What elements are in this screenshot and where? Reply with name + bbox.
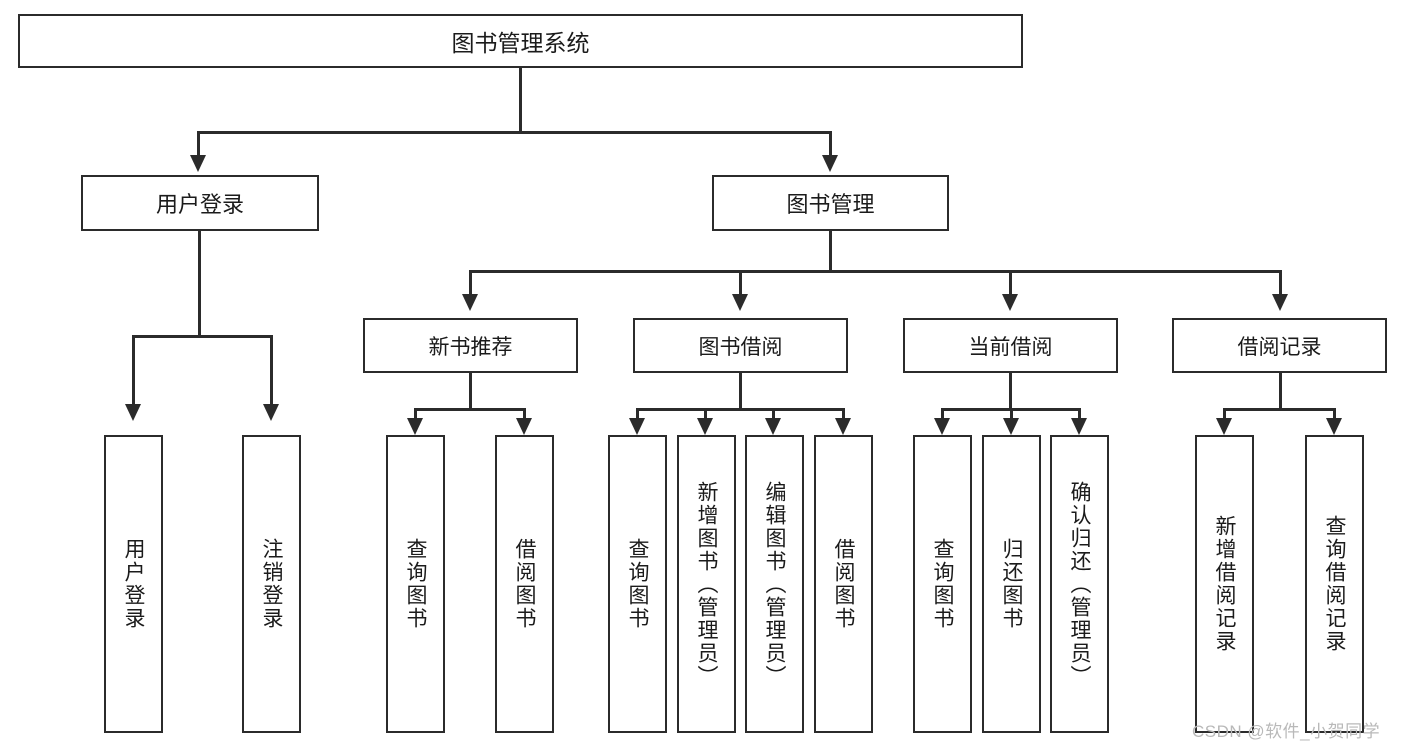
connector-current-child-2 <box>1010 408 1013 422</box>
connector-book-mgmt-child-2 <box>739 270 742 296</box>
node-borrow-record[interactable]: 借阅记录 <box>1172 318 1387 373</box>
leaf-borrow-borrow-book[interactable]: 借阅图书 <box>814 435 873 733</box>
leaf-borrow-add-book[interactable]: 新增图书（管理员） <box>677 435 736 733</box>
connector-borrow-child-2 <box>704 408 707 422</box>
arrowhead-recommend-query-book <box>407 418 423 435</box>
node-label: 查询图书 <box>931 538 954 630</box>
connector-record-stem <box>1279 373 1282 410</box>
node-label: 图书借阅 <box>698 335 783 359</box>
node-label: 用户登录 <box>155 192 244 217</box>
connector-borrow-child-1 <box>636 408 639 422</box>
leaf-recommend-borrow-book[interactable]: 借阅图书 <box>495 435 554 733</box>
node-label: 借阅图书 <box>513 538 536 630</box>
node-label: 新书推荐 <box>428 335 513 359</box>
node-label: 编辑图书（管理员） <box>763 480 786 688</box>
connector-borrow-child-3 <box>772 408 775 422</box>
connector-record-child-2 <box>1333 408 1336 422</box>
node-label: 新增图书（管理员） <box>695 480 718 688</box>
leaf-current-return-book[interactable]: 归还图书 <box>982 435 1041 733</box>
connector-recommend-stem <box>469 373 472 410</box>
connector-current-child-3 <box>1078 408 1081 422</box>
arrowhead-borrow-query-book <box>629 418 645 435</box>
connector-to-user-login <box>197 131 200 158</box>
leaf-recommend-query-book[interactable]: 查询图书 <box>386 435 445 733</box>
node-new-book-recommend[interactable]: 新书推荐 <box>363 318 578 373</box>
watermark-credit: CSDN @软件_小贺同学 <box>1192 722 1381 741</box>
connector-borrow-child-4 <box>842 408 845 422</box>
node-label: 确认归还（管理员） <box>1068 480 1091 688</box>
connector-current-child-1 <box>941 408 944 422</box>
leaf-current-confirm-return[interactable]: 确认归还（管理员） <box>1050 435 1109 733</box>
connector-to-book-mgmt <box>829 131 832 158</box>
connector-book-mgmt-bus <box>470 270 1281 273</box>
leaf-logout[interactable]: 注销登录 <box>242 435 301 733</box>
connector-user-login-stem <box>198 231 201 337</box>
node-label: 查询借阅记录 <box>1323 515 1346 653</box>
leaf-current-query-book[interactable]: 查询图书 <box>913 435 972 733</box>
arrowhead-new-book-recommend <box>462 294 478 311</box>
arrowhead-current-query-book <box>934 418 950 435</box>
connector-book-mgmt-stem <box>829 231 832 272</box>
leaf-borrow-edit-book[interactable]: 编辑图书（管理员） <box>745 435 804 733</box>
node-label: 注销登录 <box>260 538 283 630</box>
arrowhead-record-add <box>1216 418 1232 435</box>
node-label: 当前借阅 <box>968 335 1053 359</box>
connector-user-login-child-1 <box>132 335 135 407</box>
node-book-borrow[interactable]: 图书借阅 <box>633 318 848 373</box>
node-label: 借阅记录 <box>1237 335 1322 359</box>
node-label: 归还图书 <box>1000 538 1023 630</box>
arrowhead-current-confirm-return <box>1071 418 1087 435</box>
connector-current-stem <box>1009 373 1012 410</box>
arrowhead-current-borrow <box>1002 294 1018 311</box>
connector-borrow-stem <box>739 373 742 410</box>
leaf-borrow-query-book[interactable]: 查询图书 <box>608 435 667 733</box>
node-label: 借阅图书 <box>832 538 855 630</box>
node-current-borrow[interactable]: 当前借阅 <box>903 318 1118 373</box>
connector-user-login-child-2 <box>270 335 273 407</box>
connector-record-bus <box>1224 408 1336 411</box>
arrowhead-current-return-book <box>1003 418 1019 435</box>
node-label: 查询图书 <box>626 538 649 630</box>
node-label: 图书管理 <box>786 192 875 217</box>
connector-root-stem <box>519 68 522 132</box>
arrowhead-book-borrow <box>732 294 748 311</box>
connector-book-mgmt-child-3 <box>1009 270 1012 296</box>
connector-book-mgmt-child-4 <box>1279 270 1282 296</box>
node-label: 图书管理系统 <box>451 30 590 56</box>
connector-root-bus <box>198 131 832 134</box>
arrowhead-borrow-borrow-book <box>835 418 851 435</box>
arrowhead-borrow-edit-book <box>765 418 781 435</box>
arrowhead-borrow-record <box>1272 294 1288 311</box>
node-book-management[interactable]: 图书管理 <box>712 175 949 231</box>
connector-record-child-1 <box>1223 408 1226 422</box>
node-root-system[interactable]: 图书管理系统 <box>18 14 1023 68</box>
arrowhead-user-login <box>190 155 206 172</box>
leaf-record-query[interactable]: 查询借阅记录 <box>1305 435 1364 733</box>
arrowhead-borrow-add-book <box>697 418 713 435</box>
arrowhead-leaf-logout <box>263 404 279 421</box>
arrowhead-book-mgmt <box>822 155 838 172</box>
arrowhead-leaf-user-login <box>125 404 141 421</box>
connector-recommend-child-1 <box>414 408 417 422</box>
connector-user-login-bus <box>133 335 273 338</box>
connector-borrow-bus <box>637 408 845 411</box>
node-label: 查询图书 <box>404 538 427 630</box>
leaf-record-add[interactable]: 新增借阅记录 <box>1195 435 1254 733</box>
connector-book-mgmt-child-1 <box>469 270 472 296</box>
node-label: 用户登录 <box>122 538 145 630</box>
connector-recommend-bus <box>415 408 526 411</box>
arrowhead-record-query <box>1326 418 1342 435</box>
connector-recommend-child-2 <box>523 408 526 422</box>
leaf-user-login[interactable]: 用户登录 <box>104 435 163 733</box>
node-label: 新增借阅记录 <box>1213 515 1236 653</box>
node-user-login[interactable]: 用户登录 <box>81 175 319 231</box>
arrowhead-recommend-borrow-book <box>516 418 532 435</box>
